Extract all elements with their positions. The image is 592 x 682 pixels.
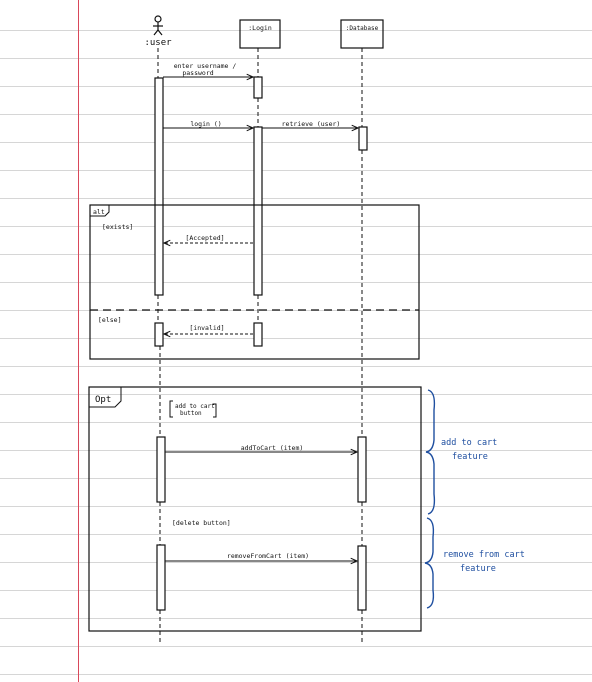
note-brace-remove: [424, 517, 435, 609]
opt-fragment-label: Opt: [95, 395, 111, 405]
activation-login-3: [253, 322, 263, 347]
opt-guard-add-line2: button: [180, 410, 202, 417]
participant-login-box: [239, 19, 281, 49]
alt-fragment: [89, 204, 420, 360]
margin-line: [78, 0, 79, 682]
message-login-label: login (): [190, 120, 221, 128]
opt-fragment-tag: [88, 387, 122, 408]
activation-user-2: [154, 322, 164, 347]
opt-guard-delete: [delete button]: [172, 519, 231, 527]
message-add-to-cart-label: addToCart (item): [241, 444, 304, 452]
participant-user-label: :user: [144, 38, 172, 48]
alt-guard-exists: [exists]: [102, 223, 133, 231]
message-accepted-label: [Accepted]: [185, 234, 224, 242]
participant-database-label: :Database: [346, 25, 379, 32]
participant-login-label: :Login: [248, 24, 272, 32]
alt-guard-else: [else]: [98, 316, 121, 324]
message-remove-from-cart-label: removeFromCart (item): [227, 552, 309, 560]
opt-fragment: [88, 386, 422, 632]
note-brace-add: [425, 389, 436, 515]
actor-head-icon: [154, 15, 162, 23]
alt-fragment-tag: [89, 205, 110, 217]
actor-user: [153, 15, 163, 36]
message-enter-credentials-line1: enter username /: [174, 62, 237, 70]
note-add-line2: feature: [452, 452, 488, 462]
activation-user-4: [156, 544, 166, 611]
activation-database-3: [357, 545, 367, 611]
note-add-line1: add to cart: [441, 438, 497, 448]
opt-guard-add-line1: add to cart: [175, 403, 215, 410]
activation-login-1: [253, 76, 263, 99]
note-remove-line1: remove from cart: [443, 550, 525, 560]
opt-guard-open-bracket: [169, 400, 173, 418]
activation-login-2: [253, 126, 263, 296]
activation-user-1: [154, 77, 164, 296]
message-invalid-label: [invalid]: [189, 324, 224, 332]
activation-database-2: [357, 436, 367, 503]
note-remove-line2: feature: [460, 564, 496, 574]
activation-database-1: [358, 126, 368, 151]
activation-user-3: [156, 436, 166, 503]
alt-fragment-label: alt: [93, 208, 105, 216]
message-enter-credentials-line2: password: [182, 69, 213, 77]
opt-guard-close-bracket: [213, 403, 217, 418]
message-retrieve-label: retrieve (user): [282, 120, 341, 128]
